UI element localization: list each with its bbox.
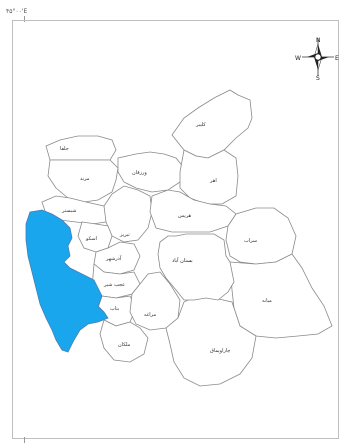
- label-varzaqan: ورزقان: [132, 170, 147, 176]
- county-ahar: [179, 149, 239, 205]
- label-malekan: ملکان: [118, 342, 131, 348]
- graticule-tick-top: [24, 16, 25, 22]
- compass-north: N: [316, 37, 321, 44]
- county-mianeh: [229, 253, 333, 339]
- label-heris: هریس: [178, 213, 192, 219]
- label-bostanabad: بستان آباد: [172, 257, 193, 264]
- compass-west: W: [295, 55, 301, 62]
- label-marand: مرند: [80, 176, 90, 182]
- label-bonab: بناب: [110, 306, 119, 312]
- county-malekan: [99, 319, 149, 363]
- label-sarab: سراب: [244, 238, 257, 244]
- graticule-tick-bottom: [24, 437, 25, 443]
- label-osku: اسکو: [85, 236, 97, 242]
- label-tabriz: تبریز: [119, 232, 130, 238]
- label-jolfa: جلفا: [60, 146, 69, 152]
- county-jolfa: [45, 135, 117, 161]
- compass-east: E: [335, 55, 339, 62]
- county-maragheh: [129, 271, 181, 331]
- label-mianeh: میانه: [262, 298, 272, 304]
- county-sarab: [225, 207, 297, 265]
- label-ajabshir: عجب شیر: [103, 282, 125, 288]
- compass-south: S: [316, 75, 320, 82]
- label-kaleybar: کلیبر: [195, 122, 206, 128]
- label-maragheh: مراغه: [144, 312, 156, 318]
- lake-urmia: [25, 209, 109, 353]
- county-marand: [47, 159, 119, 203]
- county-bostanabad: [157, 233, 235, 301]
- county-kaleybar: [171, 89, 253, 159]
- map-frame: [12, 20, 339, 439]
- compass-icon: N E S W: [295, 37, 339, 82]
- label-ahar: اهر: [209, 178, 217, 184]
- label-shabestar: شبستر: [61, 208, 76, 214]
- label-azarshahr: آذرشهر: [105, 255, 122, 262]
- longitude-label: ۴۵°۰۰'E: [6, 8, 28, 15]
- label-charuymaq: چاراویماق: [210, 348, 231, 354]
- county-varzaqan: [117, 151, 185, 193]
